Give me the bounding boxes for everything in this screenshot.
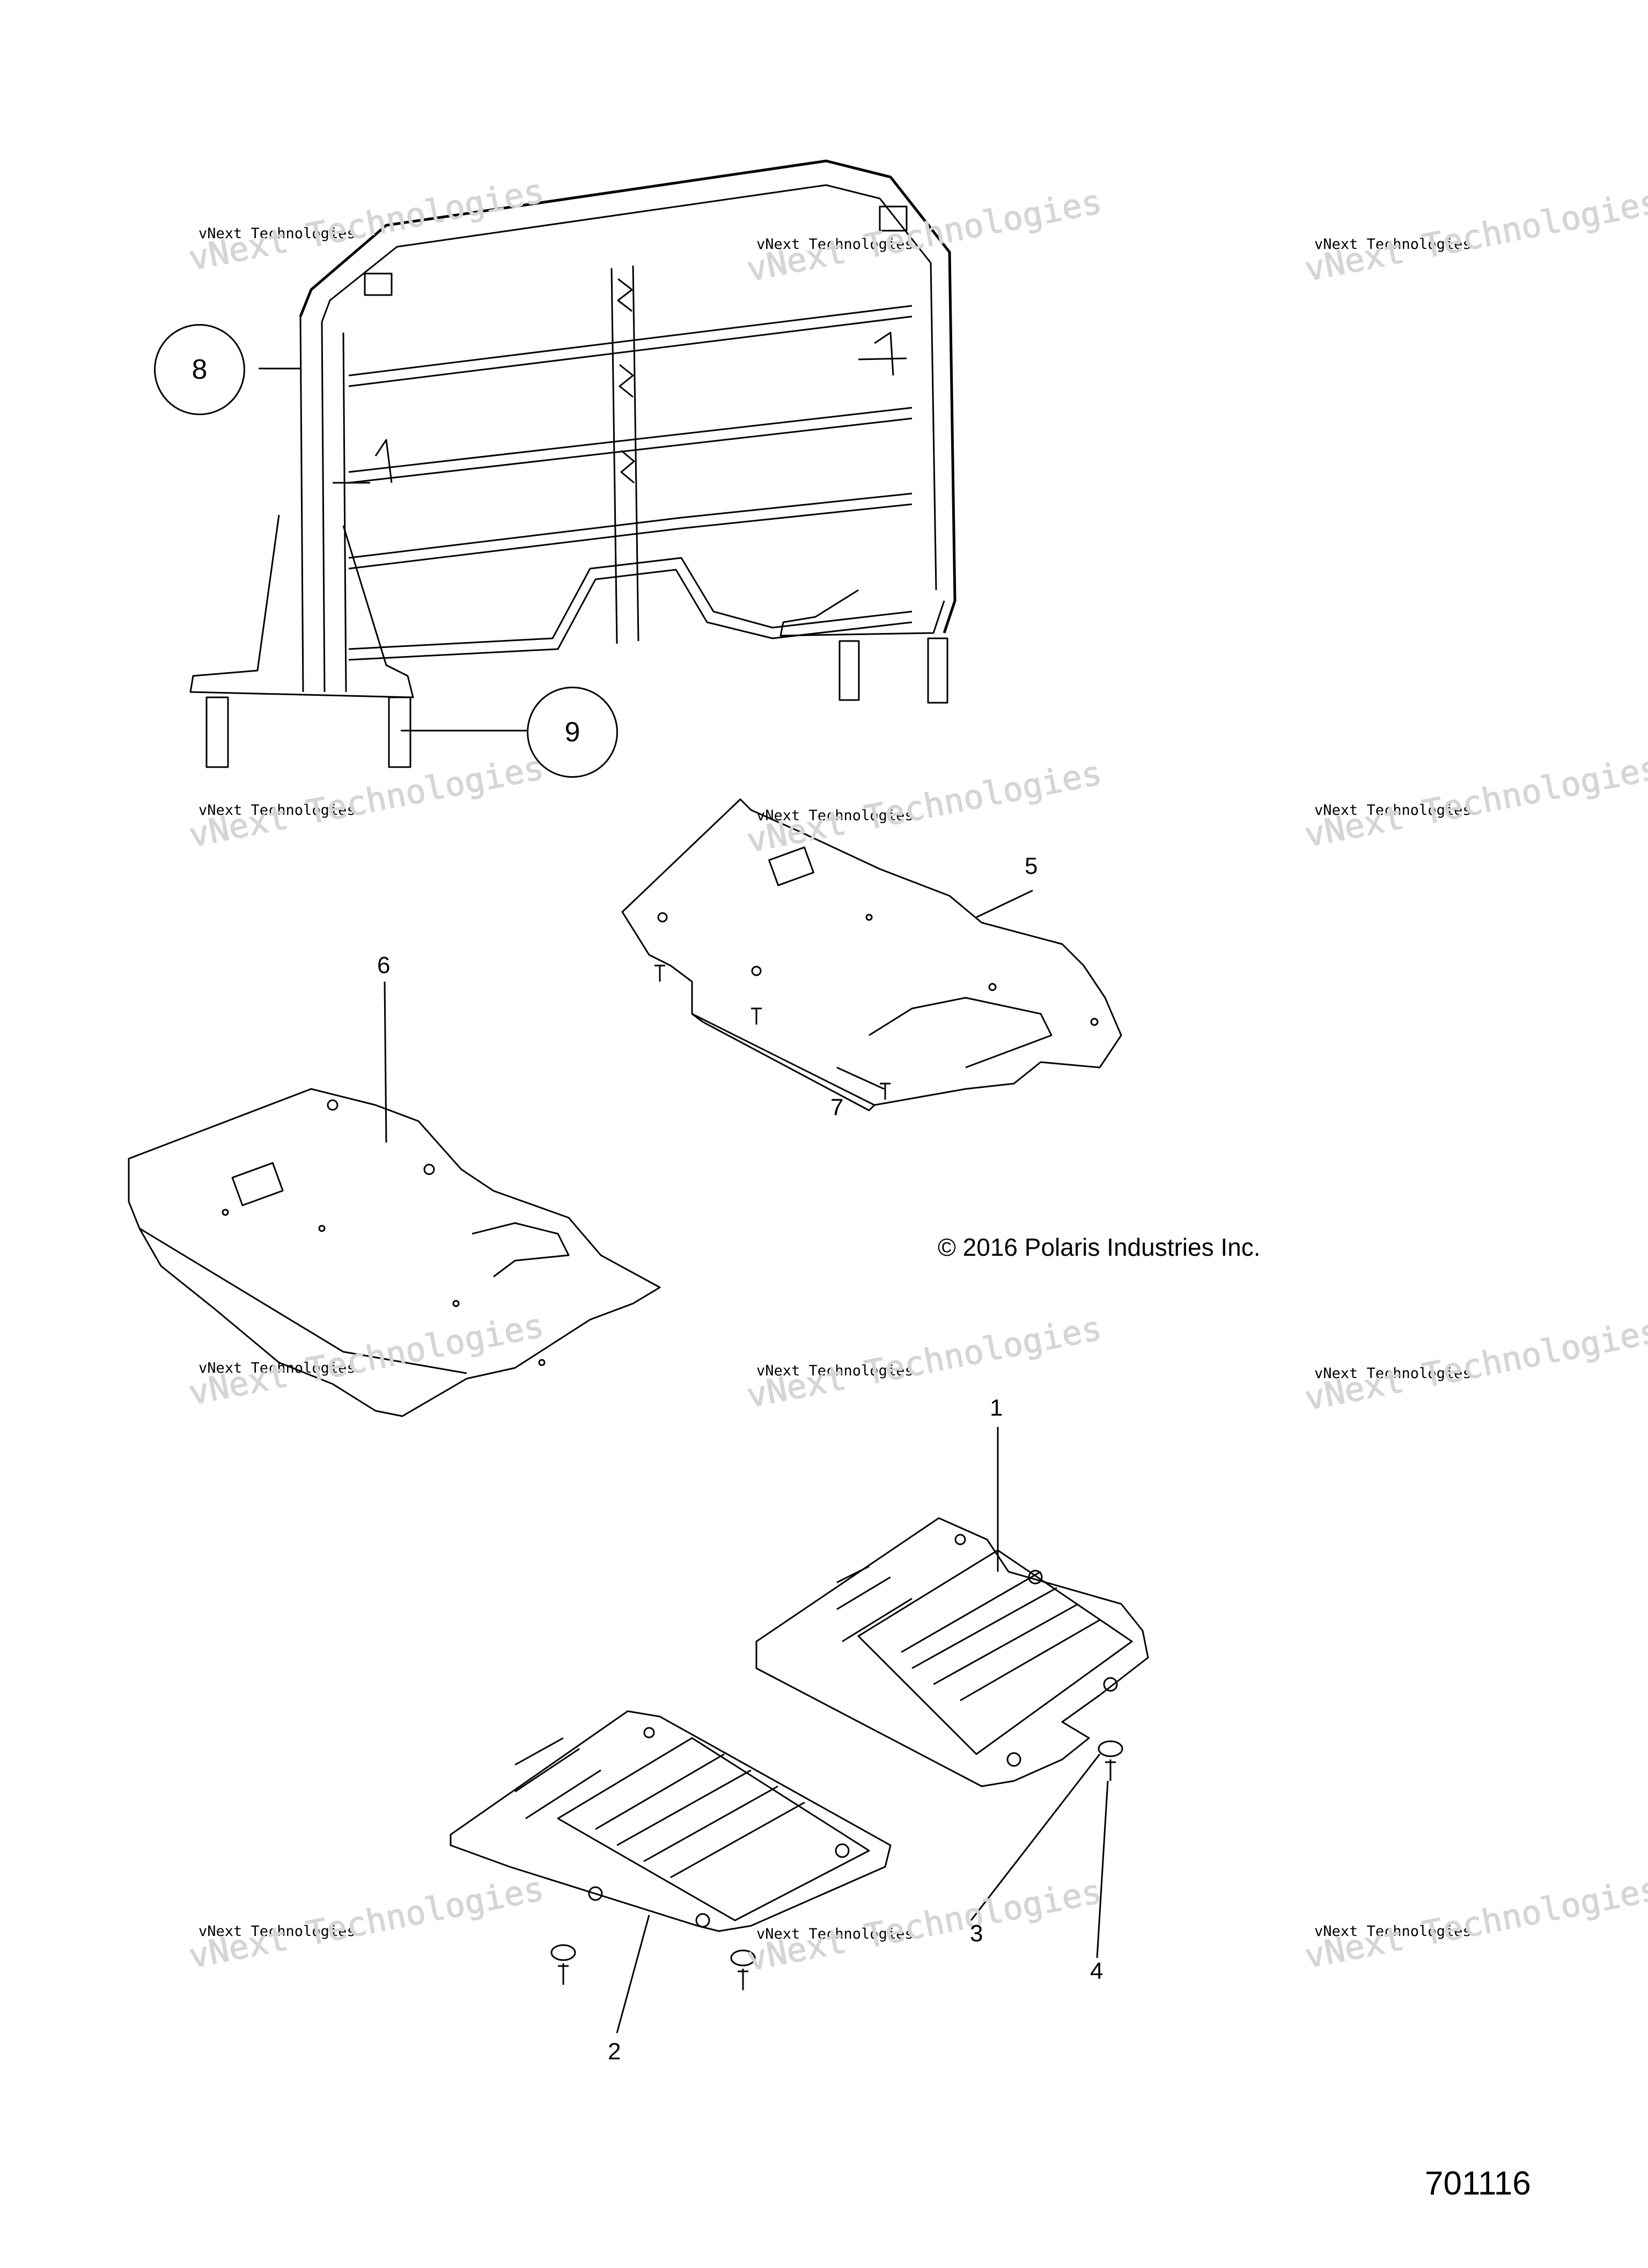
fasteners <box>550 1740 1123 1990</box>
callout-9: 9 <box>527 687 618 778</box>
callout-8: 8 <box>154 324 245 415</box>
callout-9-label: 9 <box>564 717 580 748</box>
callout-2: 2 <box>608 2038 621 2065</box>
part-5-floor-panel <box>621 798 1122 1111</box>
part-1-skid-plate <box>755 1517 1149 1787</box>
copyright-notice: © 2016 Polaris Industries Inc. <box>938 1233 1261 1261</box>
part-2-skid-plate <box>450 1710 892 1932</box>
callout-3: 3 <box>970 1920 983 1947</box>
part-6-floor-panel <box>128 1088 661 1417</box>
diagram-number: 701116 <box>1425 2165 1531 2202</box>
callout-1: 1 <box>990 1395 1003 1421</box>
leader-lines <box>259 367 1109 2034</box>
callout-5: 5 <box>1025 853 1038 879</box>
part-8-rack-frame <box>189 159 957 768</box>
callout-6: 6 <box>377 952 391 978</box>
callout-8-label: 8 <box>192 354 208 385</box>
callout-7: 7 <box>830 1094 844 1121</box>
part-7-screws <box>654 964 891 1100</box>
callout-4: 4 <box>1090 1958 1103 1984</box>
